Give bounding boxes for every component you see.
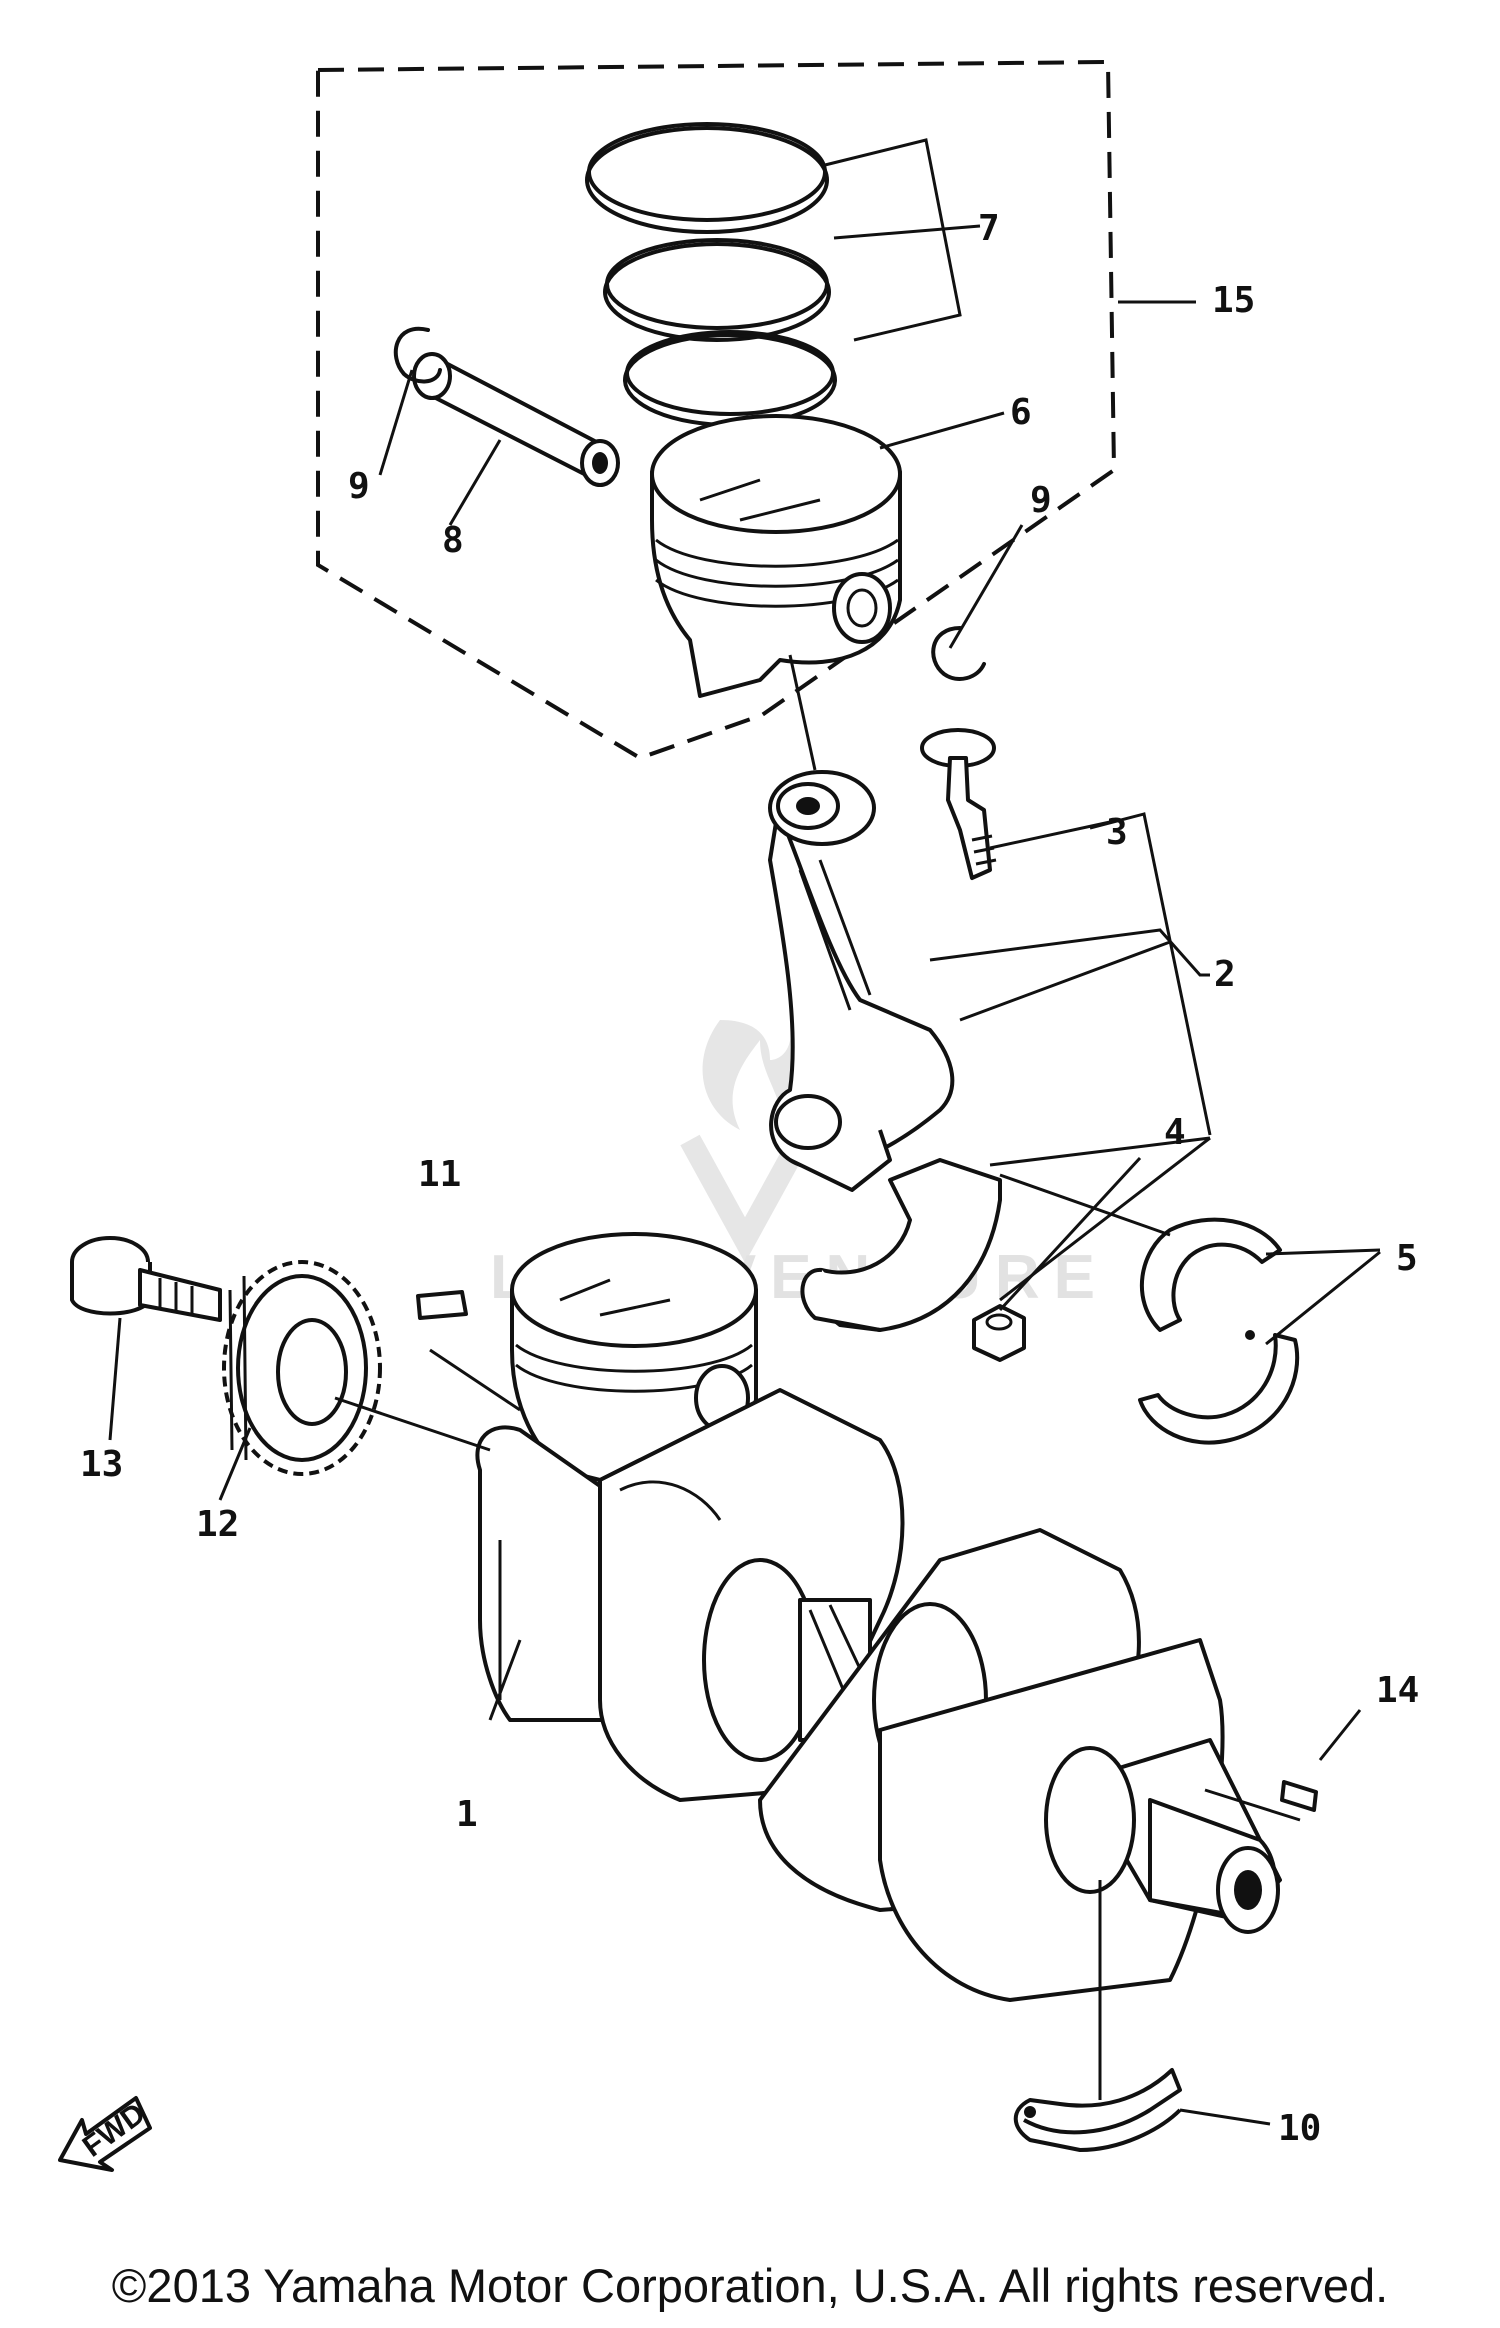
callout-14: 14 xyxy=(1376,1670,1419,1711)
callout-15: 15 xyxy=(1212,280,1255,321)
leader-lines xyxy=(108,138,1381,2126)
callout-10: 10 xyxy=(1278,2108,1321,2149)
circlip-left xyxy=(393,326,442,384)
timing-gear xyxy=(222,1260,382,1476)
forward-arrow-icon: FWD xyxy=(58,2096,152,2172)
connecting-rod xyxy=(768,770,955,1192)
watermark-v-icon xyxy=(680,1134,810,1263)
piston-kit-boundary xyxy=(316,59,1117,761)
callout-11: 11 xyxy=(418,1154,461,1195)
callout-12: 12 xyxy=(196,1504,239,1545)
callout-7: 7 xyxy=(978,208,1000,249)
rod-bolt xyxy=(920,728,997,880)
woodruff-key-14 xyxy=(1280,1780,1318,1812)
main-bearing xyxy=(1013,2068,1182,2152)
callout-2: 2 xyxy=(1214,954,1236,995)
callout-1: 1 xyxy=(456,1794,478,1835)
callout-5: 5 xyxy=(1396,1238,1418,1279)
piston-upper xyxy=(650,414,902,698)
woodruff-key-11 xyxy=(416,1290,468,1320)
callout-3: 3 xyxy=(1106,812,1128,853)
callout-9-right: 9 xyxy=(1030,480,1052,521)
rod-cap xyxy=(800,1158,1002,1332)
callout-6: 6 xyxy=(1010,392,1032,433)
callout-13: 13 xyxy=(80,1444,123,1485)
piston-pin xyxy=(412,352,620,487)
piston-rings xyxy=(585,122,837,427)
big-end-bearings xyxy=(1138,1217,1300,1445)
callout-4: 4 xyxy=(1164,1112,1186,1153)
copyright-notice: ©2013 Yamaha Motor Corporation, U.S.A. A… xyxy=(111,2259,1389,2312)
crankshaft xyxy=(475,1388,1282,2002)
callout-9-left: 9 xyxy=(348,466,370,507)
circlip-right xyxy=(931,626,986,681)
callout-8: 8 xyxy=(442,520,464,561)
gear-bolt xyxy=(70,1236,222,1322)
